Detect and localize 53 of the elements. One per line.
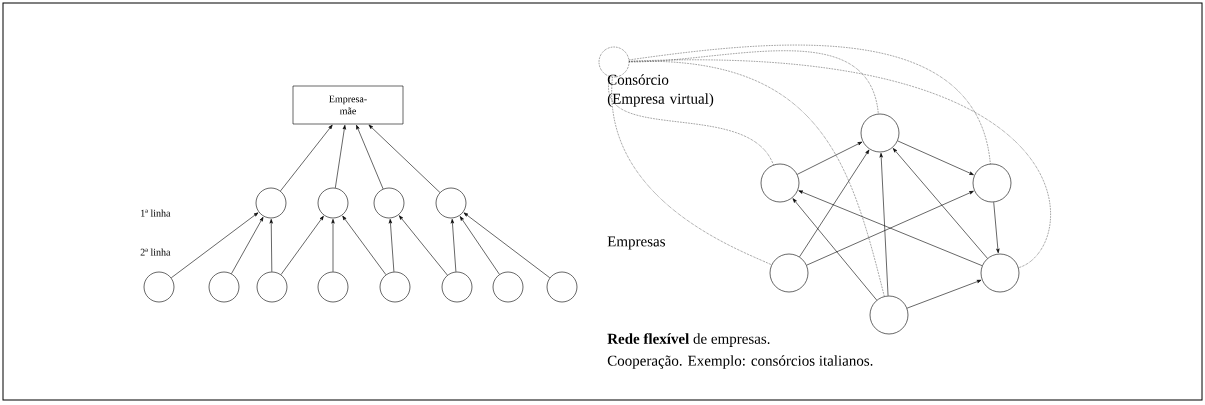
arrow (388, 218, 395, 273)
line-label: 1ª linha (141, 209, 171, 217)
caption-line: Cooperação. Exemplo: consórcios italianos. (607, 355, 873, 369)
arrow (796, 141, 863, 175)
company-circle (435, 187, 467, 219)
group-label: Empresas (607, 236, 665, 250)
arrow (170, 212, 259, 279)
arrow (280, 124, 333, 192)
company-circle (980, 253, 1020, 293)
company-circle (546, 271, 578, 303)
dotted-link (629, 60, 1051, 268)
company-circle (317, 187, 349, 219)
arrow (342, 215, 387, 275)
arrow (892, 148, 988, 259)
arrow (463, 212, 551, 279)
process-box: Empresa-mãe (292, 85, 404, 125)
company-circle (255, 187, 287, 219)
company-circle (769, 253, 809, 293)
company-circle (860, 113, 900, 153)
caption-line: Rede flexível de empresas. (607, 333, 770, 347)
company-circle (869, 295, 909, 335)
arrow (459, 216, 500, 275)
company-circle (373, 187, 405, 219)
company-circle (492, 271, 524, 303)
arrow (450, 218, 457, 273)
arrow (231, 216, 264, 274)
dotted-link (628, 44, 991, 165)
arrow (993, 201, 1000, 254)
arrow (398, 215, 448, 276)
arrow (269, 218, 273, 272)
company-circle (256, 271, 288, 303)
arrow (356, 124, 384, 190)
line-label: 2ª linha (140, 248, 171, 256)
arrow (368, 124, 441, 193)
arrow (280, 215, 324, 275)
company-circle (317, 271, 349, 303)
arrow (906, 279, 982, 309)
company-circle (379, 271, 411, 303)
arrow (897, 140, 974, 176)
company-circle (441, 271, 473, 303)
company-circle (143, 271, 175, 303)
arrow (799, 149, 870, 258)
dotted-link (629, 50, 879, 115)
arrow (331, 218, 335, 272)
company-circle (760, 163, 800, 203)
arrow (792, 198, 877, 301)
company-circle (972, 163, 1012, 203)
node-caption: Consórcio (Empresa virtual) (607, 74, 714, 107)
arrow (335, 124, 346, 189)
dotted-link (608, 76, 774, 166)
arrow (879, 152, 889, 297)
company-circle (208, 271, 240, 303)
dotted-link (612, 76, 772, 266)
